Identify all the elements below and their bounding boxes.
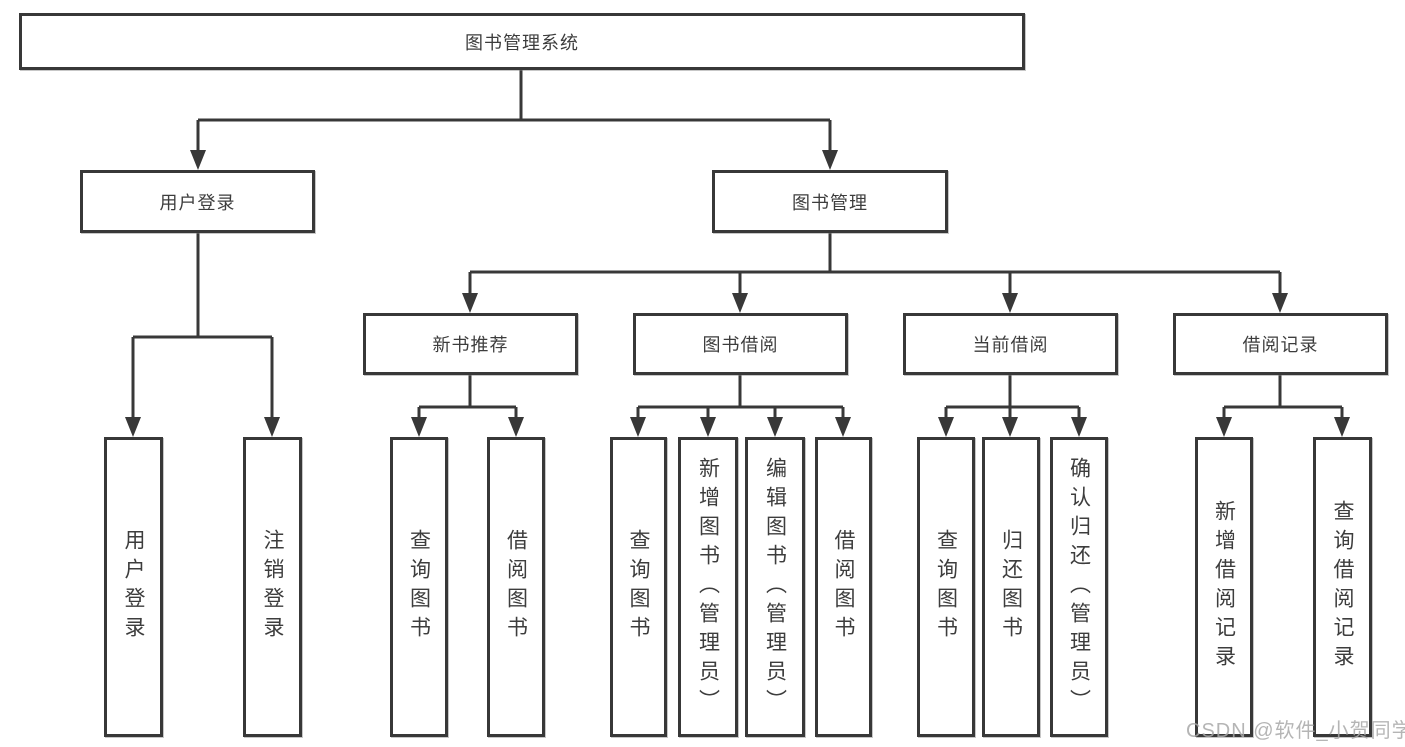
- node-label: 新书推荐: [432, 335, 509, 355]
- arrowhead: [835, 417, 851, 437]
- edge-root-to-level2: [190, 70, 838, 170]
- node-label: 借阅图书: [832, 529, 855, 645]
- node-label: 当前借阅: [972, 335, 1049, 355]
- arrowhead: [125, 417, 141, 437]
- node-label: 查询图书: [627, 529, 650, 645]
- node-leaf-add-borrow-record: 新增借阅记录: [1195, 437, 1253, 737]
- arrowhead: [190, 150, 206, 170]
- edge-user-login-to-leaves: [125, 233, 280, 437]
- node-borrowing-records: 借阅记录: [1173, 313, 1388, 375]
- node-leaf-query-books-recommend: 查询图书: [390, 437, 448, 737]
- arrowhead: [938, 417, 954, 437]
- arrowhead: [264, 417, 280, 437]
- node-leaf-logout: 注销登录: [243, 437, 302, 737]
- arrowhead: [462, 293, 478, 313]
- arrowhead: [732, 293, 748, 313]
- csdn-watermark: CSDN @软件_小贺同学: [1186, 720, 1405, 742]
- arrowhead: [411, 417, 427, 437]
- node-label: 用户登录: [122, 529, 145, 645]
- node-root-system: 图书管理系统: [19, 13, 1025, 70]
- node-label: 用户登录: [159, 192, 236, 213]
- node-leaf-edit-books-admin: 编辑图书（管理员）: [745, 437, 805, 737]
- node-book-management: 图书管理: [712, 170, 948, 233]
- node-label: 查询图书: [934, 529, 958, 645]
- node-label: 图书借阅: [702, 335, 779, 355]
- node-leaf-borrow-books-borrowing: 借阅图书: [815, 437, 872, 737]
- edge-current-borrowing-to-leaves: [938, 375, 1087, 437]
- node-current-borrowing: 当前借阅: [903, 313, 1118, 375]
- node-leaf-query-borrow-record: 查询借阅记录: [1313, 437, 1372, 737]
- node-new-book-recommend: 新书推荐: [363, 313, 578, 375]
- node-label: 确认归还（管理员）: [1067, 456, 1091, 718]
- arrowhead: [700, 417, 716, 437]
- edge-book-borrowing-to-leaves: [630, 375, 851, 437]
- node-label: 查询图书: [407, 529, 431, 645]
- node-label: 新增借阅记录: [1212, 500, 1236, 674]
- edge-new-book-to-leaves: [411, 375, 524, 437]
- node-label: 查询借阅记录: [1331, 500, 1354, 674]
- edge-book-management-to-level3: [462, 233, 1288, 313]
- arrowhead: [1002, 417, 1018, 437]
- node-user-login: 用户登录: [80, 170, 315, 233]
- node-leaf-borrow-books-recommend: 借阅图书: [487, 437, 545, 737]
- node-label: 图书管理系统: [465, 32, 579, 53]
- node-leaf-query-books-current: 查询图书: [917, 437, 975, 737]
- node-leaf-user-login: 用户登录: [104, 437, 163, 737]
- arrowhead: [508, 417, 524, 437]
- node-label: 借阅图书: [504, 529, 528, 645]
- arrowhead: [630, 417, 646, 437]
- node-book-borrowing: 图书借阅: [633, 313, 848, 375]
- node-label: 新增图书（管理员）: [696, 456, 720, 718]
- node-label: 归还图书: [999, 529, 1023, 645]
- arrowhead: [1071, 417, 1087, 437]
- arrowhead: [822, 150, 838, 170]
- edge-borrowing-records-to-leaves: [1216, 375, 1350, 437]
- arrowhead: [767, 417, 783, 437]
- node-leaf-query-books-borrowing: 查询图书: [610, 437, 667, 737]
- node-label: 注销登录: [261, 529, 284, 645]
- node-label: 借阅记录: [1242, 335, 1319, 355]
- node-leaf-return-books: 归还图书: [982, 437, 1040, 737]
- node-leaf-add-books-admin: 新增图书（管理员）: [678, 437, 738, 737]
- node-label: 图书管理: [792, 192, 868, 213]
- arrowhead: [1334, 417, 1350, 437]
- arrowhead: [1272, 293, 1288, 313]
- node-label: 编辑图书（管理员）: [763, 456, 787, 718]
- node-leaf-confirm-return-admin: 确认归还（管理员）: [1050, 437, 1108, 737]
- arrowhead: [1002, 293, 1018, 313]
- arrowhead: [1216, 417, 1232, 437]
